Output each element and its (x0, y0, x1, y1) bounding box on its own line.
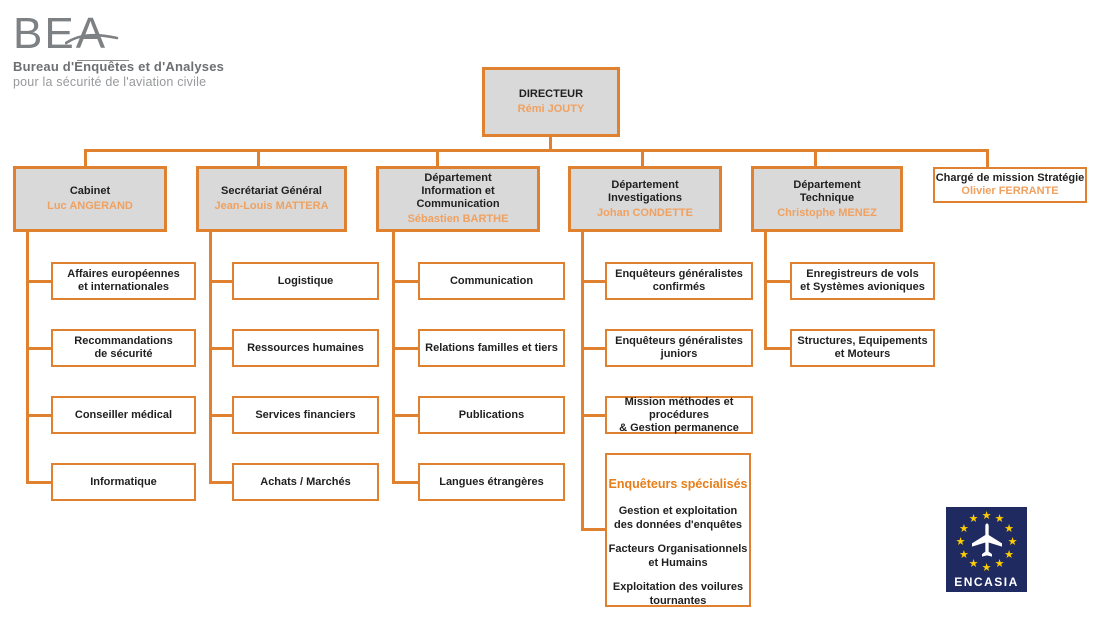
connector-investigations-child3 (581, 414, 605, 417)
connector-stub-technique (814, 150, 817, 166)
connector-infocom-child1 (392, 280, 418, 283)
star-icon: ★ (1004, 548, 1014, 561)
connector-technique-child2 (764, 347, 790, 350)
dept-title: Département Information et Communication (416, 172, 500, 210)
child-box-achats-marches: Achats / Marchés (232, 463, 379, 501)
child-box-enqueteurs-juniors: Enquêteurs généralistes juniors (605, 329, 753, 367)
child-box-informatique: Informatique (51, 463, 196, 501)
star-icon: ★ (994, 558, 1005, 571)
dept-box-technique: Département Technique Christophe MENEZ (751, 166, 903, 232)
bea-logo-line2: pour la sécurité de l'aviation civile (13, 75, 207, 89)
encasia-label: ENCASIA (954, 575, 1019, 589)
connector-technique-child1 (764, 280, 790, 283)
connector-stub-cabinet (84, 150, 87, 166)
dept-box-secretariat-general: Secrétariat Général Jean-Louis MATTERA (196, 166, 347, 232)
connector-stub-strategie (986, 150, 989, 167)
connector-director-vertical (549, 137, 552, 150)
star-icon: ★ (1007, 535, 1018, 548)
director-box: DIRECTEUR Rémi JOUTY (482, 67, 620, 137)
star-icon: ★ (959, 548, 969, 561)
dept-title: Secrétariat Général (221, 185, 322, 197)
star-icon: ★ (955, 535, 966, 548)
connector-secretariat-child4 (209, 481, 232, 484)
star-icon: ★ (981, 509, 992, 522)
connector-stub-infocom (436, 150, 439, 166)
connector-infocom-child3 (392, 414, 418, 417)
connector-stub-investigations (641, 150, 644, 166)
child-box-services-financiers: Services financiers (232, 396, 379, 434)
strategy-title: Chargé de mission Stratégie (935, 172, 1085, 184)
dept-title: Cabinet (69, 185, 111, 197)
connector-top-horizontal (84, 149, 989, 152)
encasia-logo: ★★★★★★★★★★★★ ENCASIA (946, 507, 1027, 592)
dept-title: Département Technique (793, 178, 861, 204)
specialists-item-facteurs-humains: Facteurs Organisationnels et Humains (608, 543, 748, 569)
connector-cabinet-child2 (26, 347, 51, 350)
star-icon: ★ (994, 512, 1005, 525)
dept-box-cabinet: Cabinet Luc ANGERAND (13, 166, 167, 232)
connector-investigations-child2 (581, 347, 605, 350)
star-icon: ★ (981, 561, 992, 574)
connector-investigations-child1 (581, 280, 605, 283)
connector-secretariat-child1 (209, 280, 232, 283)
child-box-ressources-humaines: Ressources humaines (232, 329, 379, 367)
specialists-box: Enquêteurs spécialisés Gestion et exploi… (605, 453, 751, 607)
child-box-logistique: Logistique (232, 262, 379, 300)
child-box-affaires-europeennes: Affaires européennes et internationales (51, 262, 196, 300)
connector-cabinet-child4 (26, 481, 51, 484)
connector-cabinet-child3 (26, 414, 51, 417)
child-box-enqueteurs-confirmes: Enquêteurs généralistes confirmés (605, 262, 753, 300)
child-box-enregistreurs-vols: Enregistreurs de vols et Systèmes avioni… (790, 262, 935, 300)
child-box-communication: Communication (418, 262, 565, 300)
connector-investigations-specialists (581, 528, 605, 531)
star-icon: ★ (968, 558, 979, 571)
director-name: Rémi JOUTY (517, 103, 585, 115)
child-box-structures-moteurs: Structures, Equipements et Moteurs (790, 329, 935, 367)
child-box-conseiller-medical: Conseiller médical (51, 396, 196, 434)
connector-secretariat-child2 (209, 347, 232, 350)
connector-cabinet-child1 (26, 280, 51, 283)
bea-logo-line1: Bureau d'Enquêtes et d'Analyses (13, 59, 225, 74)
dept-head-name: Jean-Louis MATTERA (214, 200, 329, 212)
child-box-relations-familles: Relations familles et tiers (418, 329, 565, 367)
bea-logo: BEA Bureau d'Enquêtes et d'Analyses pour… (13, 9, 243, 90)
bea-underline (77, 60, 129, 61)
connector-stub-secretariat (257, 150, 260, 166)
connector-infocom-child4 (392, 481, 418, 484)
star-icon: ★ (968, 512, 979, 525)
specialists-item-donnees-enquetes: Gestion et exploitation des données d'en… (614, 505, 742, 531)
strategy-box: Chargé de mission Stratégie Olivier FERR… (933, 167, 1087, 203)
bea-acronym: BEA (13, 9, 108, 58)
connector-infocom-vertical (392, 232, 395, 483)
connector-investigations-vertical (581, 232, 584, 531)
dept-head-name: Johan CONDETTE (597, 206, 693, 219)
connector-secretariat-vertical (209, 232, 212, 483)
connector-secretariat-child3 (209, 414, 232, 417)
star-icon: ★ (959, 522, 969, 535)
star-icon: ★ (1004, 522, 1014, 535)
child-box-mission-methodes: Mission méthodes et procédures & Gestion… (605, 396, 753, 434)
dept-box-information-communication: Département Information et Communication… (376, 166, 540, 232)
dept-head-name: Luc ANGERAND (47, 200, 133, 212)
child-box-publications: Publications (418, 396, 565, 434)
dept-box-investigations: Département Investigations Johan CONDETT… (568, 166, 722, 232)
director-title: DIRECTEUR (518, 88, 584, 100)
child-box-langues-etrangeres: Langues étrangères (418, 463, 565, 501)
dept-head-name: Christophe MENEZ (777, 206, 877, 219)
airplane-icon (971, 523, 1002, 557)
strategy-name: Olivier FERRANTE (961, 185, 1059, 197)
specialists-item-voilures-tournantes: Exploitation des voilures tournantes (612, 581, 744, 607)
connector-technique-vertical (764, 232, 767, 350)
connector-cabinet-vertical (26, 232, 29, 483)
specialists-title: Enquêteurs spécialisés (608, 477, 748, 491)
dept-title: Département Investigations (608, 178, 682, 204)
child-box-recommandations-securite: Recommandations de sécurité (51, 329, 196, 367)
dept-head-name: Sébastien BARTHE (407, 213, 509, 225)
connector-infocom-child2 (392, 347, 418, 350)
bea-swoosh-icon (65, 33, 119, 45)
